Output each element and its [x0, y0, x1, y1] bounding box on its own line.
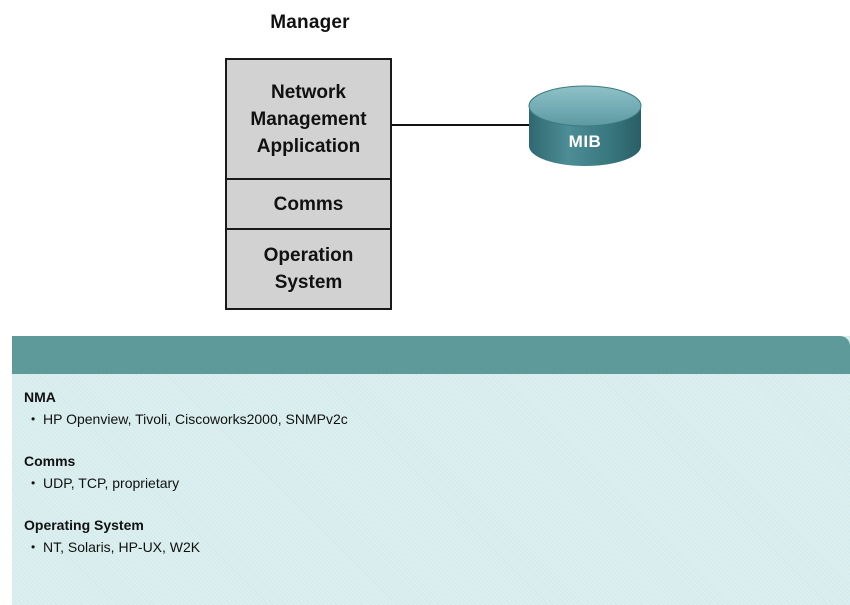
bullet-icon: •	[31, 412, 36, 426]
nma-line-3: Application	[256, 135, 361, 157]
section-title: NMA	[24, 389, 56, 405]
nma-line-2: Management	[250, 108, 367, 130]
bullet-icon: •	[31, 476, 36, 490]
comms-layer-label: Comms	[273, 193, 344, 215]
section-item-text: NT, Solaris, HP-UX, W2K	[43, 539, 201, 555]
database-icon	[528, 85, 642, 166]
bullet-icon: •	[31, 540, 36, 554]
section-item: • UDP, TCP, proprietary	[24, 474, 840, 492]
section-item: • HP Openview, Tivoli, Ciscoworks2000, S…	[24, 410, 840, 428]
section-item-text: HP Openview, Tivoli, Ciscoworks2000, SNM…	[43, 411, 348, 427]
section-item-text: UDP, TCP, proprietary	[43, 475, 180, 491]
panel-body: NMA • HP Openview, Tivoli, Ciscoworks200…	[24, 388, 840, 580]
section-os: Operating System • NT, Solaris, HP-UX, W…	[24, 516, 840, 556]
manager-stack: Network Management Application Comms Ope…	[225, 58, 392, 310]
section-nma: NMA • HP Openview, Tivoli, Ciscoworks200…	[24, 388, 840, 428]
os-layer: Operation System	[227, 228, 390, 308]
nma-line-1: Network	[271, 81, 346, 103]
os-line-1: Operation	[263, 245, 354, 266]
section-comms: Comms • UDP, TCP, proprietary	[24, 452, 840, 492]
section-title: Operating System	[24, 517, 144, 533]
nma-layer: Network Management Application	[227, 60, 390, 178]
info-panel: NMA • HP Openview, Tivoli, Ciscoworks200…	[12, 336, 850, 605]
manager-title: Manager	[270, 12, 350, 33]
comms-layer: Comms	[227, 178, 390, 228]
os-line-2: System	[274, 272, 343, 293]
mib-label: MIB	[568, 132, 602, 151]
panel-header-bar	[12, 336, 850, 374]
connector-line	[392, 124, 532, 126]
section-title: Comms	[24, 453, 76, 469]
mib-database: MIB	[527, 84, 643, 170]
nma-layer-label: Network Management Application	[250, 79, 366, 160]
section-item: • NT, Solaris, HP-UX, W2K	[24, 538, 840, 556]
os-layer-label: Operation System	[264, 242, 354, 296]
